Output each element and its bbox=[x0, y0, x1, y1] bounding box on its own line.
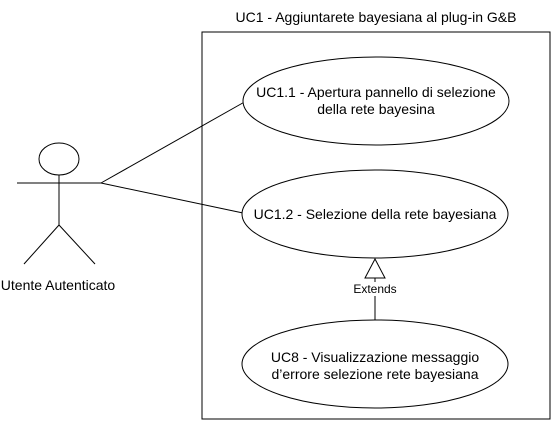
actor-figure bbox=[17, 142, 101, 265]
use-case-uc8: UC8 - Visualizzazione messaggio d’errore… bbox=[241, 319, 509, 409]
system-boundary bbox=[201, 31, 551, 420]
use-case-uc8-line-2: d’errore selezione rete bayesiana bbox=[271, 366, 478, 382]
extends-label: Extends bbox=[353, 282, 396, 296]
actor-right-leg bbox=[58, 224, 96, 265]
actor-name: Utente Autenticato bbox=[1, 277, 116, 293]
association-uc1-2 bbox=[100, 182, 244, 214]
use-case-uc1-1-line-2: della rete bayesina bbox=[317, 101, 435, 117]
association-uc1-1 bbox=[100, 99, 249, 184]
use-case-uc1-2-line-1: UC1.2 - Selezione della rete bayesiana bbox=[254, 206, 497, 222]
actor-left-leg bbox=[23, 224, 60, 265]
use-case-uc1-2: UC1.2 - Selezione della rete bayesiana bbox=[241, 169, 509, 259]
use-case-uc1-1-line-1: UC1.1 - Apertura pannello di selezione bbox=[256, 84, 496, 100]
actor-head bbox=[38, 142, 80, 176]
system-title: UC1 - Aggiuntarete bayesiana al plug-in … bbox=[236, 9, 517, 25]
extends-arrowhead bbox=[364, 257, 386, 279]
use-case-uc1-1: UC1.1 - Apertura pannello di selezione d… bbox=[242, 56, 510, 146]
use-case-uc8-line-1: UC8 - Visualizzazione messaggio bbox=[271, 349, 479, 365]
